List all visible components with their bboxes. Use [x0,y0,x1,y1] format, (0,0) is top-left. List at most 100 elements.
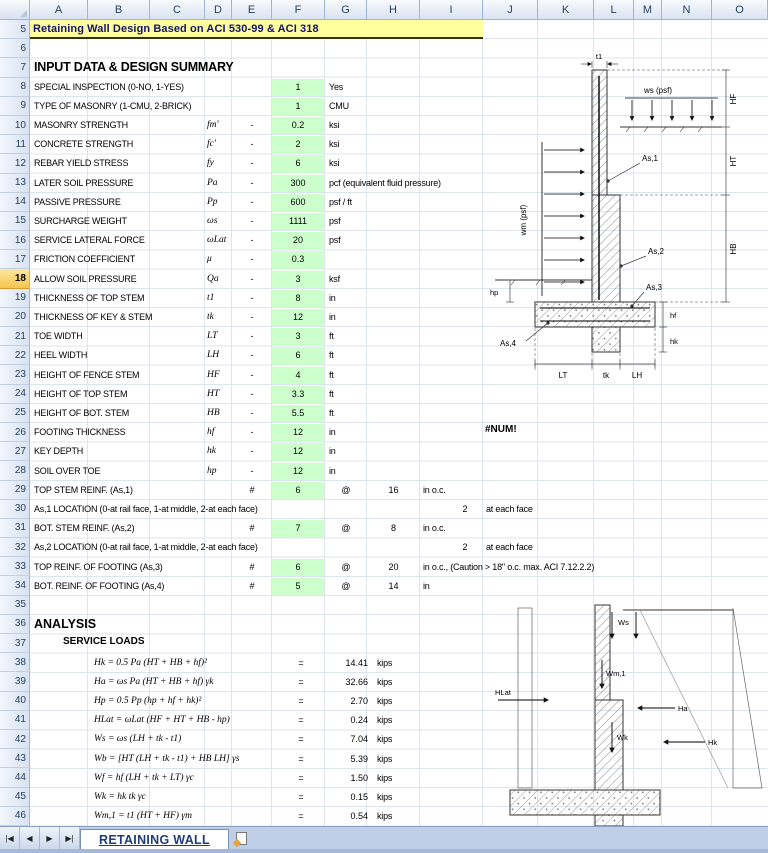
cell-symbol-r22[interactable]: LH [207,350,220,361]
cell-symbol-r27[interactable]: hk [207,446,216,457]
input-value-r15[interactable]: 1111 [272,213,324,231]
cell-result-r41[interactable]: 0.24 [350,715,368,726]
cell-spacing-r34[interactable]: 14 [388,580,399,591]
cell-spacing-r29[interactable]: 16 [388,484,399,495]
cell-symbol-r18[interactable]: Qa [207,273,219,284]
column-header-H[interactable]: H [367,0,420,20]
cell-dash-r19[interactable]: - [250,292,254,303]
input-value-r24[interactable]: 3.3 [272,385,324,404]
row-header-10[interactable]: 10 [0,115,30,136]
cell-result-r45[interactable]: 0.15 [350,792,368,802]
input-value-r11[interactable]: 2 [272,136,324,154]
cell-result-r44[interactable]: 1.50 [350,772,368,783]
cell-label-r14[interactable]: PASSIVE PRESSURE [34,196,121,207]
cell-spacing-r33[interactable]: 20 [388,561,399,572]
cell-label-r28[interactable]: SOIL OVER TOE [34,465,101,476]
input-value-r31[interactable]: 7 [272,520,324,538]
input-value-r29[interactable]: 6 [272,481,324,500]
cell-symbol-r15[interactable]: ωs [207,216,218,226]
column-header-A[interactable]: A [30,0,88,20]
cell-label-r12[interactable]: REBAR YIELD STRESS [34,158,129,169]
cell-unit-r27[interactable]: in [329,446,336,457]
cell-at-sign-r33[interactable]: @ [341,561,351,572]
cell-label-r13[interactable]: LATER SOIL PRESSURE [34,177,134,188]
cell-label-r18[interactable]: ALLOW SOIL PRESSURE [34,273,137,284]
cell-label-r19[interactable]: THICKNESS OF TOP STEM [34,292,145,303]
row-header-36[interactable]: 36 [0,614,30,634]
row-header-25[interactable]: 25 [0,403,30,423]
cell-unit-r14[interactable]: psf / ft [329,196,352,207]
cell-equals-r46[interactable]: = [298,811,304,822]
input-value-r19[interactable]: 8 [272,289,324,308]
cell-unit-r44[interactable]: kips [377,772,393,783]
row-header-39[interactable]: 39 [0,672,30,692]
cell-symbol-r26[interactable]: hf [207,427,215,438]
last-sheet-button[interactable]: ▶| [60,827,80,849]
section-analysis-header[interactable]: ANALYSIS [34,617,97,631]
row-header-32[interactable]: 32 [0,538,30,558]
cell-unit-r40[interactable]: kips [377,696,393,706]
cell-unit-r38[interactable]: kips [377,657,393,668]
cell-unit-r43[interactable]: kips [377,753,393,764]
row-header-30[interactable]: 30 [0,499,30,519]
cell-unit-r26[interactable]: in [329,427,336,438]
cell-symbol-r19[interactable]: t1 [207,292,215,303]
cell-dash-r11[interactable]: - [250,139,254,150]
cell-symbol-r10[interactable]: fm' [207,120,219,130]
cell-label-r21[interactable]: TOE WIDTH [34,331,83,342]
cell-dash-r21[interactable]: - [250,331,254,342]
cell-unit-r13[interactable]: pcf (equivalent fluid pressure) [329,177,441,188]
row-header-31[interactable]: 31 [0,518,30,539]
input-value-r14[interactable]: 600 [272,193,324,212]
cell-label-r8[interactable]: SPECIAL INSPECTION (0-NO, 1-YES) [34,81,184,92]
row-header-8[interactable]: 8 [0,77,30,97]
cell-unit-r28[interactable]: in [329,465,336,476]
cell-label-r22[interactable]: HEEL WIDTH [34,350,88,361]
cell-dash-r14[interactable]: - [250,196,254,207]
column-header-C[interactable]: C [150,0,205,20]
cell-location-value-r32[interactable]: 2 [462,542,468,553]
row-header-21[interactable]: 21 [0,327,30,347]
cell-label-r20[interactable]: THICKNESS OF KEY & STEM [34,312,153,322]
cell-formula-r42[interactable]: Ws = ωs (LH + tk - t1) [94,734,182,745]
cell-dash-r10[interactable]: - [250,120,254,130]
cell-at-sign-r31[interactable]: @ [341,523,351,534]
row-header-37[interactable]: 37 [0,634,30,654]
cell-unit-r21[interactable]: ft [329,331,334,342]
row-header-17[interactable]: 17 [0,250,30,270]
cell-formula-r40[interactable]: Hp = 0.5 Pp (hp + hf + hk)² [94,696,202,706]
cell-equals-r38[interactable]: = [298,657,304,668]
cell-unit-r23[interactable]: ft [329,369,334,380]
cell-spacing-r31[interactable]: 8 [390,523,396,534]
input-value-r22[interactable]: 6 [272,347,324,365]
column-header-F[interactable]: F [272,0,325,20]
cell-unit-r8[interactable]: Yes [329,81,344,92]
cell-unit-r45[interactable]: kips [377,792,393,802]
cell-dash-r13[interactable]: - [250,177,254,188]
cell-formula-r39[interactable]: Ha = ωs Pa (HT + HB + hf) γk [94,676,214,687]
sheet-tab-retaining-wall[interactable]: RETAINING WALL [80,829,229,849]
cell-symbol-r12[interactable]: fy [207,158,214,169]
cell-unit-r18[interactable]: ksf [329,273,340,284]
cell-unit-r16[interactable]: psf [329,235,341,246]
retaining-wall-section-diagram[interactable]: t1 ws (psf) wm (psf) HF HT HB hf hk hp L… [480,50,768,406]
row-header-40[interactable]: 40 [0,691,30,711]
row-header-12[interactable]: 12 [0,154,30,174]
row-header-29[interactable]: 29 [0,480,30,500]
row-header-5[interactable]: 5 [0,20,30,40]
cell-dash-r27[interactable]: - [250,446,254,457]
input-value-r17[interactable]: 0.3 [272,251,324,269]
row-header-43[interactable]: 43 [0,749,30,769]
row-header-9[interactable]: 9 [0,96,30,116]
cell-equals-r42[interactable]: = [298,734,304,745]
column-header-M[interactable]: M [634,0,662,20]
cell-dash-r17[interactable]: - [250,254,254,265]
cell-formula-r41[interactable]: HLat = ωLat (HF + HT + HB - hp) [94,715,230,726]
input-value-r13[interactable]: 300 [272,174,324,192]
cell-formula-r45[interactable]: Wk = hk tk γc [94,792,146,802]
cell-equals-r39[interactable]: = [298,676,304,687]
cell-unit-r34[interactable]: in [423,580,430,591]
cell-barsize-sign-r33[interactable]: # [249,561,255,572]
row-header-11[interactable]: 11 [0,135,30,155]
row-header-35[interactable]: 35 [0,595,30,615]
